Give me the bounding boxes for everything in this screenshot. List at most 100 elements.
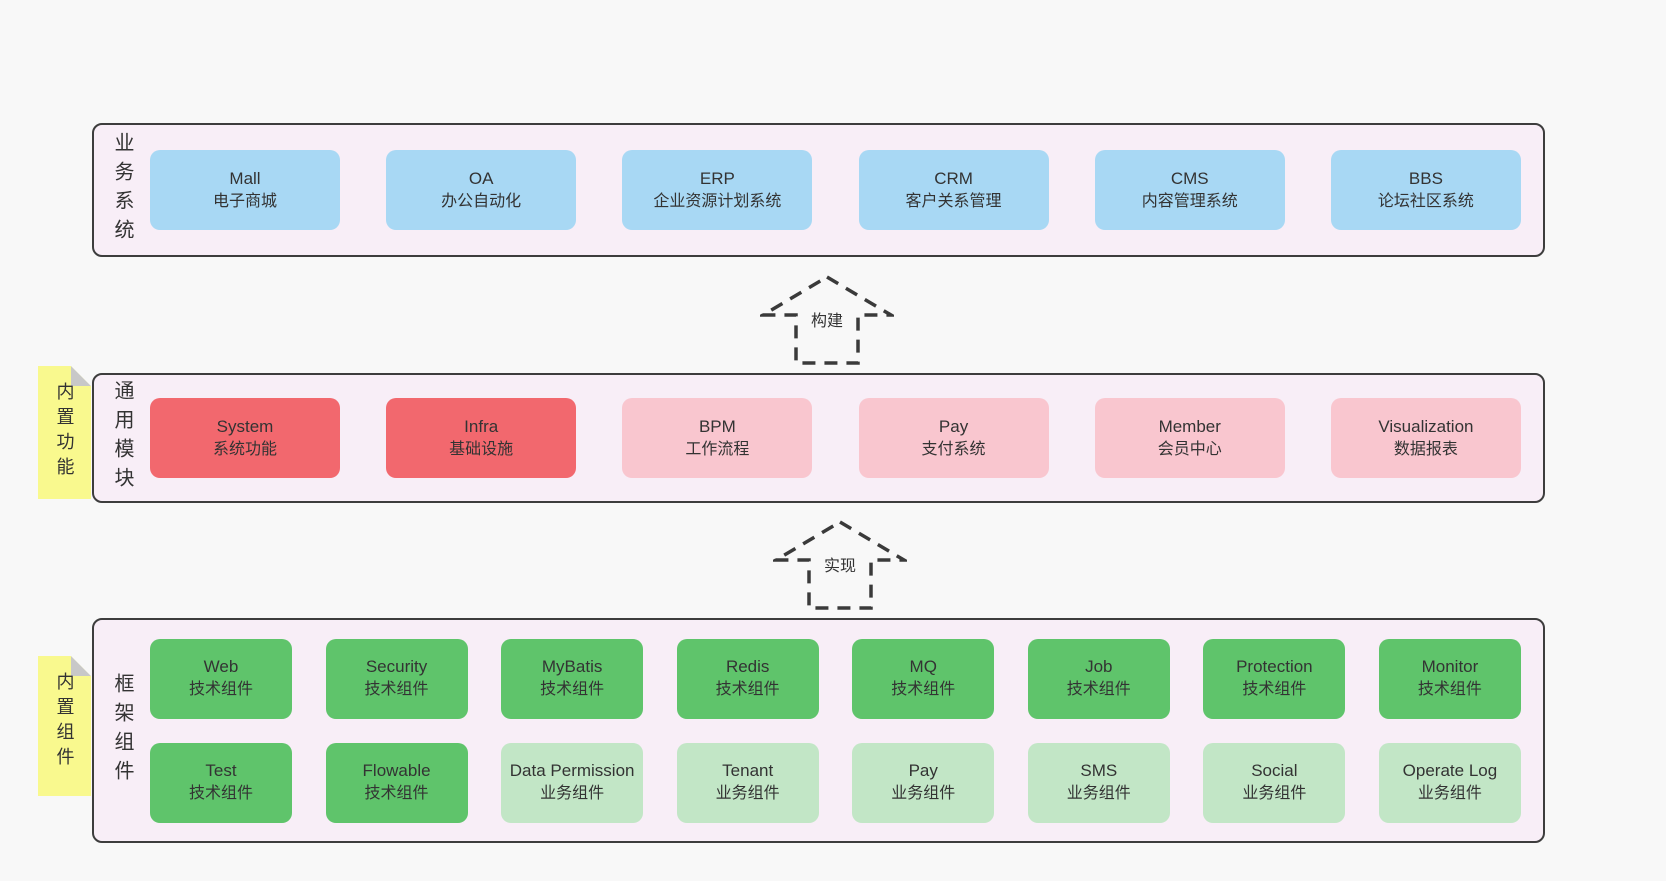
box-title: OA bbox=[468, 168, 494, 188]
box-title: MQ bbox=[909, 657, 937, 677]
tech-components-row: Web 技术组件 Security 技术组件 MyBatis 技术组件 Redi… bbox=[150, 638, 1521, 719]
box-subtitle: 系统功能 bbox=[212, 440, 277, 458]
framework-components-vertical-label: 框架组件 bbox=[94, 620, 150, 841]
box-title: Pay bbox=[938, 416, 969, 436]
operate-log-component-box: Operate Log 业务组件 bbox=[1378, 742, 1521, 823]
box-title: Visualization bbox=[1378, 416, 1474, 436]
erp-system-box: ERP 企业资源计划系统 bbox=[622, 150, 813, 230]
sms-component-box: SMS 业务组件 bbox=[1027, 742, 1170, 823]
box-title: ERP bbox=[699, 168, 735, 188]
sticky-note-built-in-features: 内置功能 bbox=[38, 366, 91, 499]
common-modules-layer: 通用模块 System 系统功能 Infra 基础设施 BPM 工作流程 Pay… bbox=[92, 373, 1545, 503]
up-arrow-icon bbox=[760, 274, 894, 365]
box-title: Mall bbox=[229, 168, 261, 188]
box-subtitle: 技术组件 bbox=[364, 785, 429, 803]
mq-component-box: MQ 技术组件 bbox=[852, 638, 995, 719]
box-title: Job bbox=[1085, 657, 1113, 677]
biz-components-row: Test 技术组件 Flowable 技术组件 Data Permission … bbox=[150, 742, 1521, 823]
folded-corner-cut bbox=[71, 366, 91, 386]
box-title: Security bbox=[365, 657, 428, 677]
box-title: Data Permission bbox=[509, 761, 635, 781]
box-subtitle: 业务组件 bbox=[715, 785, 780, 803]
cms-system-box: CMS 内容管理系统 bbox=[1094, 150, 1285, 230]
box-subtitle: 业务组件 bbox=[540, 785, 605, 803]
box-subtitle: 工作流程 bbox=[685, 440, 750, 458]
box-subtitle: 业务组件 bbox=[891, 785, 956, 803]
box-title: MyBatis bbox=[541, 657, 603, 677]
box-subtitle: 技术组件 bbox=[364, 681, 429, 699]
box-subtitle: 企业资源计划系统 bbox=[653, 192, 782, 210]
job-component-box: Job 技术组件 bbox=[1027, 638, 1170, 719]
folded-corner-cut bbox=[71, 656, 91, 676]
box-subtitle: 技术组件 bbox=[715, 681, 780, 699]
flowable-component-box: Flowable 技术组件 bbox=[325, 742, 468, 823]
box-title: Test bbox=[205, 761, 237, 781]
vertical-label-text: 通用模块 bbox=[111, 380, 133, 496]
web-component-box: Web 技术组件 bbox=[150, 638, 292, 719]
pay-module-box: Pay 支付系统 bbox=[858, 398, 1049, 478]
sticky-note-built-in-components: 内置组件 bbox=[38, 656, 91, 796]
box-title: Monitor bbox=[1421, 657, 1479, 677]
protection-component-box: Protection 技术组件 bbox=[1203, 638, 1346, 719]
box-subtitle: 技术组件 bbox=[1242, 681, 1307, 699]
test-component-box: Test 技术组件 bbox=[150, 742, 292, 823]
box-title: BBS bbox=[1408, 168, 1443, 188]
crm-system-box: CRM 客户关系管理 bbox=[858, 150, 1049, 230]
vertical-label-text: 业务系统 bbox=[111, 132, 133, 248]
mall-system-box: Mall 电子商城 bbox=[150, 150, 340, 230]
box-title: Operate Log bbox=[1402, 761, 1498, 781]
box-title: Tenant bbox=[722, 761, 774, 781]
box-subtitle: 数据报表 bbox=[1393, 440, 1458, 458]
monitor-component-box: Monitor 技术组件 bbox=[1378, 638, 1521, 719]
system-module-box: System 系统功能 bbox=[150, 398, 340, 478]
redis-component-box: Redis 技术组件 bbox=[676, 638, 819, 719]
box-subtitle: 技术组件 bbox=[188, 785, 253, 803]
box-subtitle: 技术组件 bbox=[188, 681, 253, 699]
common-modules-vertical-label: 通用模块 bbox=[94, 375, 150, 501]
business-systems-boxes: Mall 电子商城 OA 办公自动化 ERP 企业资源计划系统 CRM 客户关系… bbox=[150, 125, 1521, 255]
implement-arrow: 实现 bbox=[773, 519, 907, 611]
box-title: SMS bbox=[1080, 761, 1118, 781]
bpm-module-box: BPM 工作流程 bbox=[622, 398, 813, 478]
box-subtitle: 客户关系管理 bbox=[905, 192, 1002, 210]
business-systems-layer: 业务系统 Mall 电子商城 OA 办公自动化 ERP 企业资源计划系统 CRM… bbox=[92, 123, 1545, 257]
box-subtitle: 电子商城 bbox=[212, 192, 277, 210]
box-subtitle: 基础设施 bbox=[449, 440, 514, 458]
security-component-box: Security 技术组件 bbox=[325, 638, 468, 719]
box-subtitle: 技术组件 bbox=[1417, 681, 1482, 699]
box-title: Redis bbox=[725, 657, 770, 677]
box-title: Web bbox=[203, 657, 239, 677]
social-component-box: Social 业务组件 bbox=[1203, 742, 1346, 823]
box-title: CMS bbox=[1170, 168, 1209, 188]
vertical-label-text: 框架组件 bbox=[111, 672, 133, 789]
tenant-component-box: Tenant 业务组件 bbox=[676, 742, 819, 823]
bbs-system-box: BBS 论坛社区系统 bbox=[1330, 150, 1521, 230]
pay-component-box: Pay 业务组件 bbox=[852, 742, 995, 823]
box-subtitle: 技术组件 bbox=[891, 681, 956, 699]
visualization-module-box: Visualization 数据报表 bbox=[1330, 398, 1521, 478]
box-title: BPM bbox=[698, 416, 736, 436]
box-title: Pay bbox=[908, 761, 938, 781]
box-subtitle: 业务组件 bbox=[1066, 785, 1131, 803]
box-subtitle: 办公自动化 bbox=[441, 192, 522, 210]
implement-arrow-label: 实现 bbox=[820, 551, 860, 577]
mybatis-component-box: MyBatis 技术组件 bbox=[501, 638, 644, 719]
box-title: Social bbox=[1251, 761, 1298, 781]
infra-module-box: Infra 基础设施 bbox=[386, 398, 577, 478]
build-arrow-label: 构建 bbox=[807, 306, 847, 332]
box-subtitle: 内容管理系统 bbox=[1141, 192, 1238, 210]
member-module-box: Member 会员中心 bbox=[1094, 398, 1285, 478]
box-title: Flowable bbox=[362, 761, 431, 781]
up-arrow-icon bbox=[773, 519, 907, 610]
box-subtitle: 业务组件 bbox=[1417, 785, 1482, 803]
box-subtitle: 支付系统 bbox=[921, 440, 986, 458]
box-subtitle: 论坛社区系统 bbox=[1377, 192, 1474, 210]
business-systems-vertical-label: 业务系统 bbox=[94, 125, 150, 255]
sticky-note-text: 内置组件 bbox=[54, 672, 75, 772]
box-title: CRM bbox=[934, 168, 973, 188]
box-subtitle: 技术组件 bbox=[540, 681, 605, 699]
build-arrow: 构建 bbox=[760, 274, 894, 366]
box-title: Infra bbox=[464, 416, 499, 436]
box-subtitle: 业务组件 bbox=[1242, 785, 1307, 803]
framework-components-layer: 框架组件 Web 技术组件 Security 技术组件 MyBatis 技术组件… bbox=[92, 618, 1545, 843]
